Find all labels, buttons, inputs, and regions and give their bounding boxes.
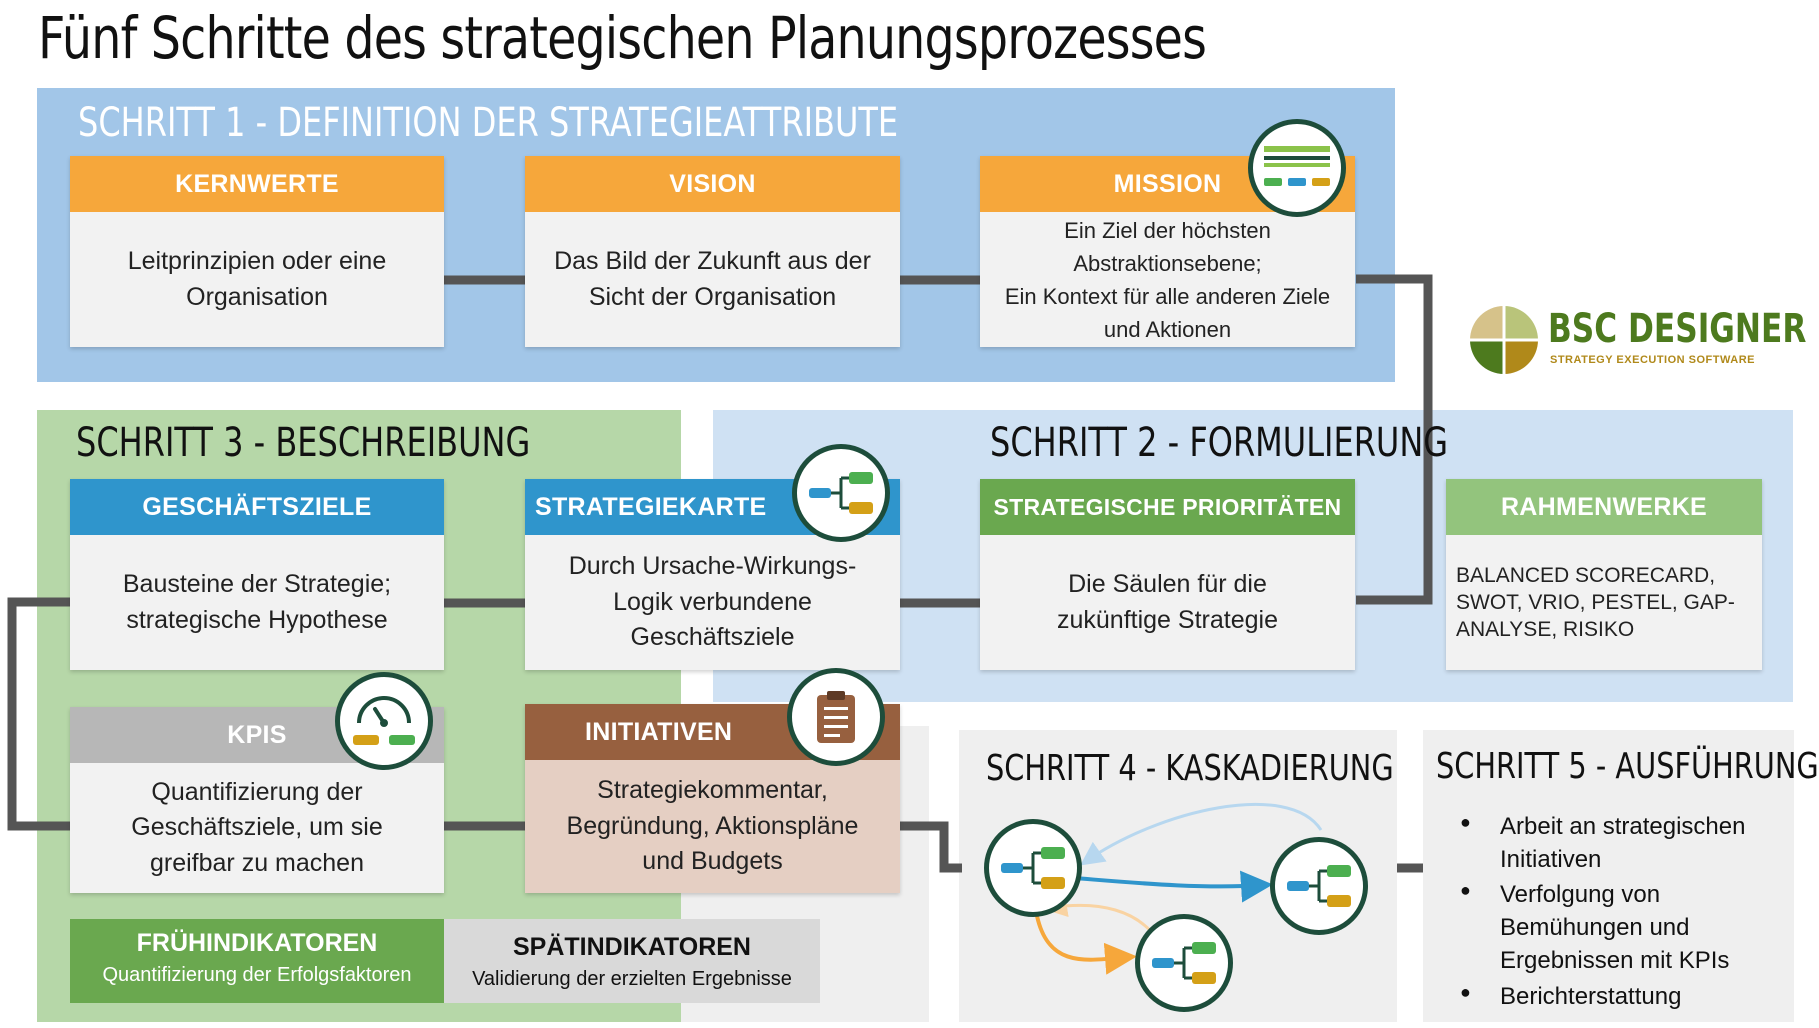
kpis-text: Quantifizierung der Geschäftsziele, um s… (131, 777, 383, 877)
strategic-priorities-header: STRATEGISCHE PRIORITÄTEN (980, 479, 1355, 535)
step1-title: SCHRITT 1 - DEFINITION DER STRATEGIEATTR… (78, 100, 899, 146)
vision-header: VISION (525, 156, 900, 212)
initiatives-text: Strategiekommentar, Begründung, Aktionsp… (566, 776, 859, 876)
leading-indicators-title: FRÜHINDIKATOREN (136, 929, 378, 957)
core-values-header: KERNWERTE (70, 156, 444, 212)
list-item: Berichterstattung (1440, 980, 1780, 1013)
cascade-node-2-icon (1270, 837, 1368, 935)
frameworks-text: BALANCED SCORECARD, SWOT, VRIO, PESTEL, … (1456, 563, 1735, 642)
logo-name: BSC DESIGNER (1548, 306, 1807, 352)
strategic-priorities-text: Die Säulen für die zukünftige Strategie (1057, 570, 1278, 634)
lagging-indicators-box: SPÄTINDIKATOREN Validierung der erzielte… (444, 919, 820, 1003)
business-goals-header: GESCHÄFTSZIELE (70, 479, 444, 535)
cascade-node-1-icon (984, 819, 1082, 917)
step2-title: SCHRITT 2 - FORMULIERUNG (990, 420, 1449, 466)
step4-title: SCHRITT 4 - KASKADIERUNG (986, 748, 1394, 789)
mission-text: Ein Ziel der höchsten Abstraktionsebene;… (1004, 217, 1331, 342)
step3-title: SCHRITT 3 - BESCHREIBUNG (76, 420, 531, 466)
vision-card: VISION Das Bild der Zukunft aus der Sich… (525, 156, 900, 347)
strategic-priorities-card: STRATEGISCHE PRIORITÄTEN Die Säulen für … (980, 479, 1355, 670)
logo-mark-icon (1470, 306, 1538, 374)
vision-text: Das Bild der Zukunft aus der Sicht der O… (554, 247, 871, 311)
core-values-card: KERNWERTE Leitprinzipien oder eine Organ… (70, 156, 444, 347)
frameworks-card: RAHMENWERKE BALANCED SCORECARD, SWOT, VR… (1446, 479, 1762, 670)
strategy-map-text: Durch Ursache-Wirkungs-Logik verbundene … (568, 552, 857, 652)
leading-indicators-box: FRÜHINDIKATOREN Quantifizierung der Erfo… (70, 919, 444, 1003)
logo-tagline: STRATEGY EXECUTION SOFTWARE (1550, 354, 1755, 366)
list-item: Verfolgung von Bemühungen und Ergebnisse… (1440, 878, 1780, 977)
lagging-indicators-title: SPÄTINDIKATOREN (513, 933, 751, 961)
gauge-icon (335, 672, 433, 770)
business-goals-card: GESCHÄFTSZIELE Bausteine der Strategie; … (70, 479, 444, 670)
business-goals-text: Bausteine der Strategie; strategische Hy… (122, 570, 392, 634)
leading-indicators-subtitle: Quantifizierung der Erfolgsfaktoren (102, 964, 412, 986)
clipboard-icon (787, 668, 885, 766)
mission-document-icon (1248, 119, 1346, 217)
execution-bullet-list: Arbeit an strategischen Initiativen Verf… (1440, 810, 1780, 1015)
list-item: Arbeit an strategischen Initiativen (1440, 810, 1780, 876)
page-title: Fünf Schritte des strategischen Planungs… (38, 4, 1207, 72)
strategy-map-icon (792, 444, 890, 542)
bsc-designer-logo: BSC DESIGNER STRATEGY EXECUTION SOFTWARE (1470, 306, 1806, 380)
cascade-node-3-icon (1135, 914, 1233, 1012)
core-values-text: Leitprinzipien oder eine Organisation (127, 247, 387, 311)
lagging-indicators-subtitle: Validierung der erzielten Ergebnisse (472, 968, 792, 990)
frameworks-header: RAHMENWERKE (1446, 479, 1762, 535)
step5-title: SCHRITT 5 - AUSFÜHRUNG (1436, 746, 1819, 787)
